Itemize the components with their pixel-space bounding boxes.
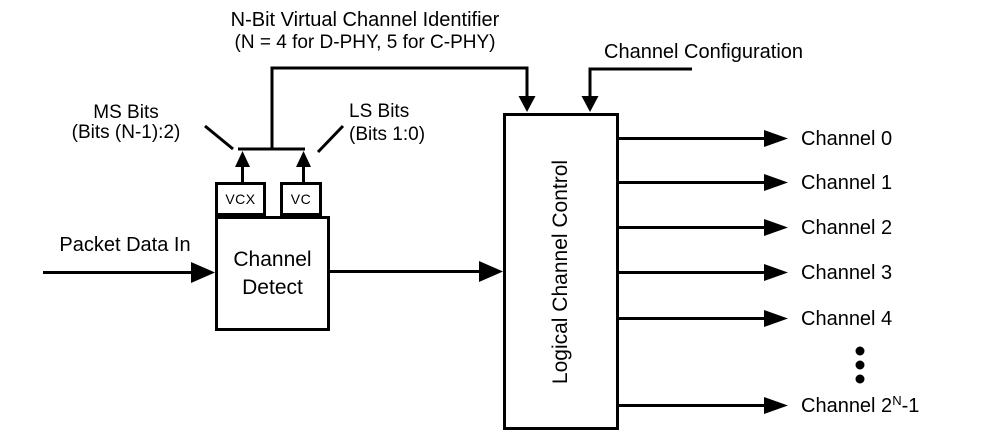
channel-detect-label: Channel Detect	[233, 247, 312, 299]
vc-register-box: VC	[280, 182, 322, 216]
channel-0-arrowhead	[764, 130, 788, 147]
vc-identifier-title-line2: (N = 4 for D-PHY, 5 for C-PHY)	[234, 32, 496, 53]
channel-detect-box: Channel Detect	[215, 216, 330, 331]
channel-2n-1-tail: -1	[901, 395, 920, 417]
logical-channel-control-box: Logical Channel Control	[503, 113, 619, 430]
vc-identifier-arrowhead	[518, 96, 536, 112]
channel-4-label: Channel 4	[801, 308, 893, 330]
channel-config-arrowhead	[581, 96, 599, 112]
vcx-register-label: VCX	[225, 191, 256, 207]
channel-1-label: Channel 1	[801, 172, 893, 194]
ls-bits-callout-line	[316, 124, 345, 154]
ls-bits-label-line1: LS Bits	[349, 101, 410, 122]
detect-to-lcc-arrowhead	[479, 261, 503, 282]
ms-bits-label-line1: MS Bits	[93, 102, 159, 123]
vc-identifier-title: N-Bit Virtual Channel Identifier (N = 4 …	[215, 8, 515, 54]
channel-2n-1-superscript: N	[892, 393, 902, 408]
ls-bits-label: LS Bits (Bits 1:0)	[349, 100, 425, 146]
vc-arrowhead	[296, 151, 311, 167]
vcx-register-box: VCX	[215, 182, 266, 216]
logical-channel-control-label: Logical Channel Control	[549, 159, 572, 384]
ms-bits-callout-line	[204, 124, 234, 151]
channel-3-label: Channel 3	[801, 262, 893, 284]
ellipsis-dot	[855, 346, 865, 356]
vcx-arrowhead	[235, 151, 250, 167]
channel-1-arrowhead	[764, 174, 788, 191]
ellipsis-dot	[855, 374, 865, 384]
channel-4-arrowhead	[764, 310, 788, 327]
packet-data-in-label: Packet Data In	[59, 234, 191, 256]
channel-last-arrowhead	[764, 397, 788, 414]
channel-configuration-label: Channel Configuration	[604, 41, 804, 63]
channel-0-label: Channel 0	[801, 128, 893, 150]
ellipsis-dot	[855, 360, 865, 370]
channel-3-arrowhead	[764, 264, 788, 281]
vc-identifier-line	[270, 66, 529, 148]
vc-identifier-title-line1: N-Bit Virtual Channel Identifier	[230, 9, 500, 31]
vc-register-label: VC	[290, 191, 312, 207]
channel-config-line	[588, 67, 692, 98]
ls-bits-label-line2: (Bits 1:0)	[349, 124, 426, 145]
channel-2-arrowhead	[764, 219, 788, 236]
channel-2n-1-base: Channel 2	[801, 395, 893, 417]
channel-2-label: Channel 2	[801, 217, 893, 239]
ms-bits-label-line2: (Bits (N-1):2)	[71, 122, 181, 143]
channel-2n-1-label: Channel 2N-1	[801, 393, 920, 418]
ms-bits-label: MS Bits (Bits (N-1):2)	[46, 103, 206, 143]
packet-in-arrowhead	[191, 262, 215, 283]
